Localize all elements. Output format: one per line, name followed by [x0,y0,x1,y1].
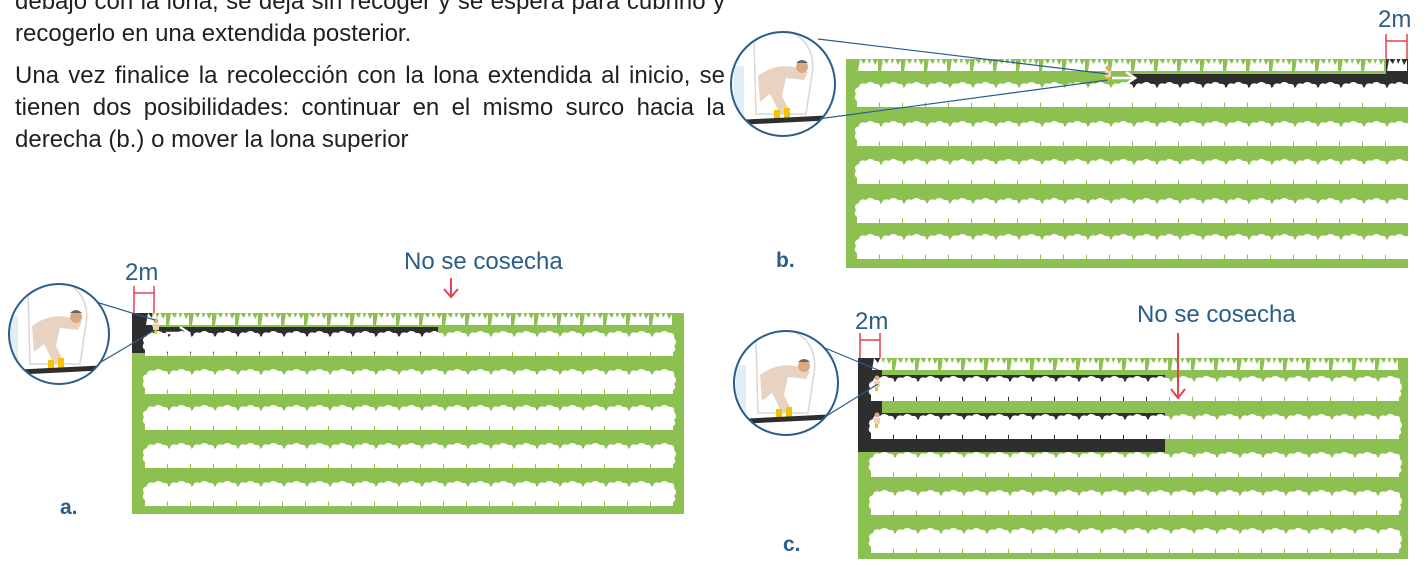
panel-c [733,330,1408,559]
panel-b [730,31,1411,268]
panel-letter-a: a. [60,496,78,519]
intro-paragraph: debajo con la lona, se deja sin recoger … [15,0,725,47]
distance-label-b: 2m [1378,6,1412,33]
white-arrow-icon [166,325,192,341]
white-arrow-icon [891,413,917,429]
panel-letter-b: b. [776,249,795,272]
magnifier-circle-a [8,283,110,385]
distance-label-c: 2m [855,308,889,335]
distance-label-a: 2m [125,259,159,286]
magnifier-circle-c [733,330,839,436]
magnifier-circle-b [730,31,836,137]
panel-a [8,278,684,514]
no-harvest-label-a: No se cosecha [404,248,563,275]
panel-letter-c: c. [783,533,801,556]
white-arrow-icon [891,376,917,392]
no-harvest-label-c: No se cosecha [1137,301,1296,328]
options-paragraph: Una vez finalice la recolección con la l… [15,62,725,153]
white-arrow-icon [1112,70,1138,86]
